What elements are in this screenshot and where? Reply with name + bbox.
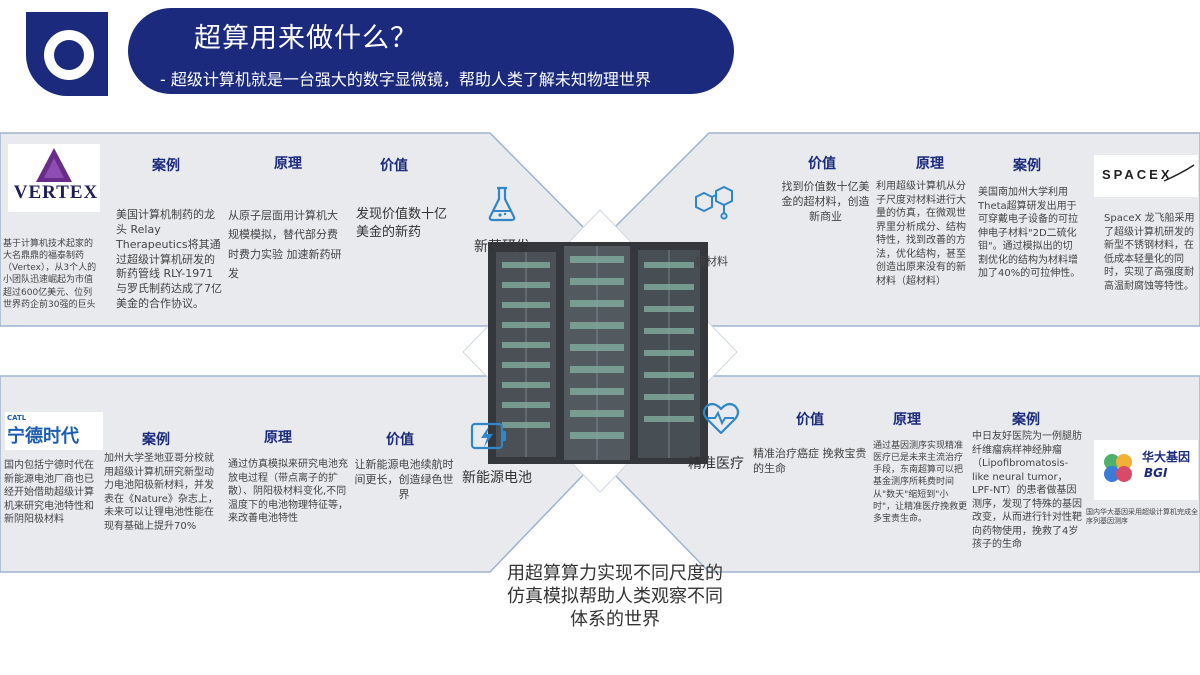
- battery-value-header: 价值: [386, 432, 414, 448]
- drug-value-header: 价值: [380, 158, 408, 174]
- panel-material: [610, 132, 1200, 327]
- footer-summary: 用超算算力实现不同尺度的仿真模拟帮助人类观察不同体系的世界: [507, 563, 723, 631]
- battery-principle-text: 通过仿真模拟来研究电池充放电过程（带点离子的扩散）、阴阳极材料变化,不同温度下的…: [228, 459, 348, 524]
- bgi-logo: 华大基因 BGI: [1094, 440, 1198, 500]
- medical-value-text: 精准治疗癌症 挽救宝贵的生命: [753, 447, 867, 475]
- panel-battery: [0, 375, 588, 573]
- catl-logo: CATL 宁德时代: [5, 412, 103, 450]
- material-principle-header: 原理: [916, 156, 944, 172]
- medical-category: 精准医疗: [688, 456, 744, 472]
- medical-value-header: 价值: [796, 412, 824, 428]
- bgi-logo-sub: BGI: [1144, 466, 1168, 480]
- vertex-logo: VERTEX: [8, 144, 100, 212]
- drug-category: 新药研发: [474, 239, 530, 255]
- page-subtitle: - 超级计算机就是一台强大的数字显微镜，帮助人类了解未知物理世界: [160, 70, 651, 89]
- battery-case-text: 加州大学圣地亚哥分校就用超级计算机研究新型动力电池阳极新材料，并发表在《Natu…: [104, 453, 218, 532]
- battery-charging-icon: [470, 422, 506, 450]
- page-title: 超算用来做什么？: [194, 23, 418, 54]
- drug-case-header: 案例: [152, 158, 180, 174]
- brand-logo: [26, 12, 108, 96]
- drug-intro: 基于计算机技术起家的大名鼎鼎的福泰制药（Vertex），从3个人的小团队迅速崛起…: [3, 239, 97, 310]
- material-case-text: 美国南加州大学利用Theta超算研发出用于可穿戴电子设备的可拉伸电子材料"2D二…: [978, 187, 1081, 279]
- material-side-text: SpaceX 龙飞船采用了超级计算机研发的新型不锈钢材料，在低成本轻量化的同时，…: [1104, 213, 1195, 292]
- medical-case-header: 案例: [1012, 412, 1040, 428]
- drug-value-text: 发现价值数十亿美金的新药: [356, 207, 448, 240]
- supercomputer-image: [488, 242, 708, 464]
- medical-principle-header: 原理: [893, 412, 921, 428]
- catl-logo-small: CATL: [7, 414, 27, 422]
- medical-side-text: 国内华大基因采用超级计算机完成全序列基因测序: [1086, 508, 1198, 526]
- material-case-header: 案例: [1013, 158, 1041, 174]
- drug-principle-text: 从原子层面用计算机大规模模拟，替代部分费时费力实验 加速新药研发: [228, 209, 342, 280]
- material-value-text: 找到价值数十亿美金的超材料，创造新商业: [781, 180, 870, 223]
- material-principle-text: 利用超级计算机从分子尺度对材料进行大量的仿真，在微观世界里分析成分、结构特性，找…: [876, 181, 966, 287]
- flask-icon: [488, 186, 516, 222]
- heart-pulse-icon: [702, 402, 740, 435]
- title-banner: [128, 8, 734, 94]
- bgi-logo-text: 华大基因: [1142, 450, 1191, 464]
- battery-value-text: 让新能源电池续航时间更长，创造绿色世界: [354, 458, 454, 501]
- spacex-logo-text: SPACEX: [1102, 167, 1173, 182]
- battery-category: 新能源电池: [462, 470, 532, 486]
- drug-principle-header: 原理: [274, 156, 302, 172]
- medical-principle-text: 通过基因测序实现精准医疗已是未来主流治疗手段，东南超算可以把基金测序所耗费时间从…: [873, 441, 968, 524]
- vertex-logo-text: VERTEX: [13, 182, 99, 203]
- battery-principle-header: 原理: [264, 430, 292, 446]
- material-category: 新材料: [695, 255, 728, 268]
- molecule-icon: [695, 185, 733, 220]
- catl-logo-text: 宁德时代: [7, 426, 79, 447]
- drug-case-text: 美国计算机制药的龙头 Relay Therapeutics将其通过超级计算机研发…: [116, 208, 222, 311]
- material-value-header: 价值: [808, 156, 836, 172]
- battery-case-header: 案例: [142, 432, 170, 448]
- battery-intro: 国内包括宁德时代在新能源电池厂商也已经开始借助超级计算机来研究电池特性和新阴阳极…: [4, 460, 94, 525]
- spacex-logo: SPACEX: [1094, 155, 1198, 197]
- medical-case-text: 中日友好医院为一例腿肪纤维瘤病样神经肿瘤（Lipofibromatosis-li…: [972, 431, 1082, 550]
